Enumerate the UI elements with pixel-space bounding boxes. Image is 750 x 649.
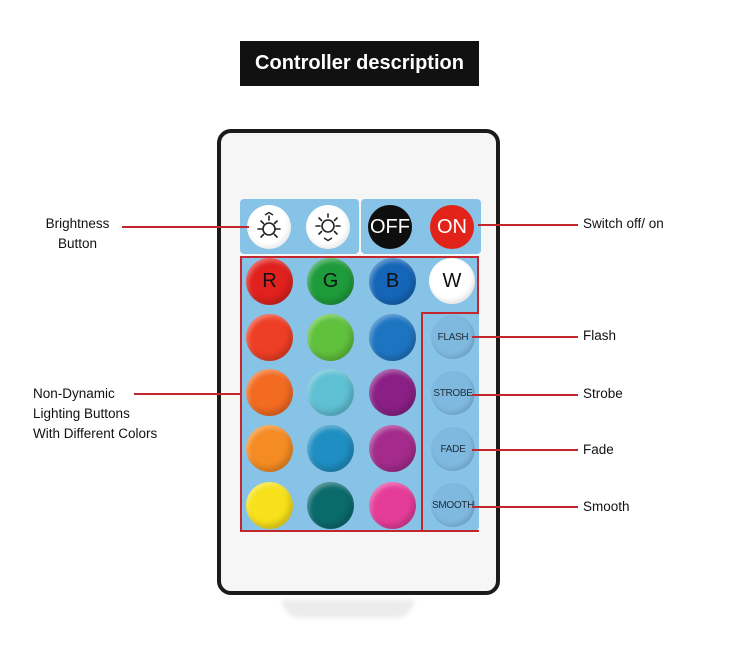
blue-button[interactable]: B	[369, 258, 416, 305]
switch-callout: Switch off/ on	[583, 216, 664, 231]
strobe-callout-line	[472, 394, 578, 396]
fade-callout-line	[472, 449, 578, 451]
non-dynamic-callout-line	[134, 393, 242, 395]
color-button-r2-c3[interactable]	[369, 369, 416, 416]
smooth-label: SMOOTH	[431, 499, 475, 511]
fade-label: FADE	[440, 443, 466, 455]
sun-down-icon	[315, 213, 341, 242]
non-dynamic-outline	[240, 256, 479, 532]
b-label: B	[385, 270, 400, 292]
green-button[interactable]: G	[307, 258, 354, 305]
outline-segment-step	[421, 312, 479, 314]
fade-callout: Fade	[583, 442, 614, 457]
color-button-r3-c1[interactable]	[246, 425, 293, 472]
flash-button[interactable]: FLASH	[431, 315, 475, 359]
flash-callout: Flash	[583, 328, 617, 343]
strobe-label: STROBE	[433, 387, 473, 399]
sun-up-icon	[257, 212, 281, 238]
r-label: R	[262, 270, 277, 292]
page-title: Controller description	[240, 41, 479, 86]
switch-callout-line	[478, 224, 578, 226]
brightness-up-button[interactable]	[247, 205, 291, 249]
color-button-r4-c3[interactable]	[369, 482, 416, 529]
w-label: W	[442, 269, 462, 292]
brightness-callout-line	[122, 226, 249, 228]
non-dynamic-callout-line3: With Different Colors	[33, 426, 158, 441]
brightness-down-button[interactable]	[306, 205, 350, 249]
outline-segment-right-lower	[421, 312, 423, 532]
color-button-r4-c2[interactable]	[307, 482, 354, 529]
smooth-button[interactable]: SMOOTH	[431, 483, 475, 527]
on-label: ON	[437, 215, 467, 238]
smooth-callout-line	[472, 506, 578, 508]
color-button-r4-c1[interactable]	[246, 482, 293, 529]
remote-shadow	[282, 600, 414, 618]
brightness-callout: Brightness Button	[30, 214, 125, 254]
off-label: OFF	[370, 215, 410, 238]
brightness-callout-line2: Button	[57, 236, 98, 251]
color-button-r2-c2[interactable]	[307, 369, 354, 416]
brightness-callout-line1: Brightness	[45, 216, 110, 231]
red-button[interactable]: R	[246, 258, 293, 305]
non-dynamic-callout-line1: Non-Dynamic	[33, 386, 115, 401]
flash-label: FLASH	[437, 331, 469, 343]
outline-segment-right	[477, 256, 479, 314]
color-button-r3-c2[interactable]	[307, 425, 354, 472]
off-button[interactable]: OFF	[368, 205, 412, 249]
color-button-r2-c1[interactable]	[246, 369, 293, 416]
color-button-r1-c3[interactable]	[369, 314, 416, 361]
color-button-r1-c1[interactable]	[246, 314, 293, 361]
fade-button[interactable]: FADE	[431, 427, 475, 471]
g-label: G	[322, 270, 339, 292]
non-dynamic-callout-line2: Lighting Buttons	[33, 406, 130, 421]
color-button-r1-c2[interactable]	[307, 314, 354, 361]
white-button[interactable]: W	[429, 258, 475, 304]
smooth-callout: Smooth	[583, 499, 630, 514]
on-button[interactable]: ON	[430, 205, 474, 249]
strobe-button[interactable]: STROBE	[431, 371, 475, 415]
color-button-r3-c3[interactable]	[369, 425, 416, 472]
flash-callout-line	[472, 336, 578, 338]
strobe-callout: Strobe	[583, 386, 623, 401]
non-dynamic-callout: Non-Dynamic Lighting Buttons With Differ…	[33, 384, 157, 444]
